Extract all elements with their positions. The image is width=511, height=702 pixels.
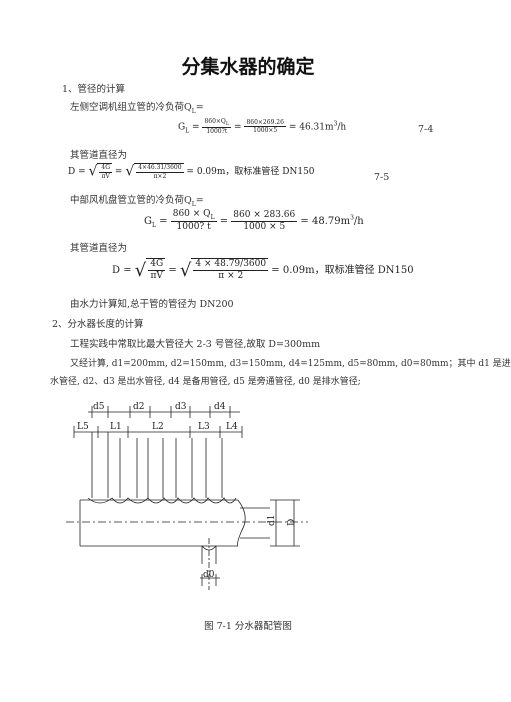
paragraph-practice: 工程实践中常取比最大管径大 2-3 号管径,故取 D=300mm bbox=[70, 339, 321, 350]
paragraph-text: 左侧空调机组立管的冷负荷Q bbox=[70, 102, 192, 113]
eq-den: 1000?t bbox=[206, 128, 228, 136]
distributor-diagram: d5 d2 d3 d4 L5 L1 L2 L3 L4 d1 D d0 bbox=[66, 402, 308, 590]
eq-num: 860×Q bbox=[204, 118, 226, 125]
eq-num: 4 × 48.79/3600 bbox=[193, 259, 269, 272]
eq-num: 4G bbox=[148, 259, 166, 272]
label-l3: L3 bbox=[198, 422, 210, 432]
label-d3: d3 bbox=[175, 402, 187, 412]
eq-lhs: G bbox=[178, 122, 186, 133]
label-d5: d5 bbox=[93, 402, 105, 412]
eq-lhs: D = bbox=[68, 167, 86, 177]
eq-den: 1000? t bbox=[176, 222, 211, 233]
paragraph-text: = bbox=[195, 102, 204, 113]
eq-num: 860×269.26 bbox=[244, 118, 286, 128]
paragraph-text: 中部风机盘管立管的冷负荷Q bbox=[70, 195, 192, 206]
paragraph-calc-1: 又经计算, d1=200mm, d2=150mm, d3=150mm, d4=1… bbox=[70, 359, 511, 369]
eq-result: = 46.31m bbox=[288, 122, 334, 133]
subscript: L bbox=[191, 107, 196, 115]
eq-result: = 0.09m，取标准管径 DN150 bbox=[271, 264, 414, 276]
equation-number: 7-5 bbox=[374, 172, 390, 183]
eq-sub: L bbox=[225, 121, 230, 128]
paragraph-main-pipe: 由水力计算知,总干管的管径为 DN200 bbox=[70, 299, 234, 310]
paragraph-left-load: 左侧空调机组立管的冷负荷QL= bbox=[70, 99, 204, 115]
section-1-heading: 1、管径的计算 bbox=[62, 84, 126, 95]
label-d4: d4 bbox=[214, 402, 226, 412]
eq-sub: L bbox=[185, 127, 190, 135]
page-title: 分集水器的确定 bbox=[181, 56, 315, 78]
eq-sub: L bbox=[210, 213, 215, 221]
eq-num: 860 × 283.66 bbox=[231, 210, 298, 222]
eq-num: 860 × Q bbox=[172, 209, 211, 219]
label-l2: L2 bbox=[152, 422, 164, 432]
paragraph-pipe-diameter: 其管道直径为 bbox=[70, 150, 128, 161]
eq-den: πV bbox=[150, 271, 163, 282]
paragraph-middle-load: 中部风机盘管立管的冷负荷QL= bbox=[70, 192, 204, 208]
label-d0: d0 bbox=[203, 570, 215, 580]
eq-result: = 0.09m，取标准管径 DN150 bbox=[186, 167, 315, 177]
subscript: L bbox=[191, 200, 196, 208]
eq-num: 4G bbox=[99, 164, 113, 173]
label-l4: L4 bbox=[226, 422, 238, 432]
eq-unit: /h bbox=[337, 122, 347, 133]
section-2-heading: 2、分水器长度的计算 bbox=[52, 319, 144, 330]
eq-den: π × 2 bbox=[218, 271, 244, 282]
label-d1: d1 bbox=[267, 515, 277, 527]
eq-den: 1000 × 5 bbox=[243, 221, 286, 232]
eq-sub: L bbox=[152, 221, 156, 229]
eq-lhs: G bbox=[144, 215, 152, 227]
figure-caption: 图 7-1 分水器配管图 bbox=[204, 621, 292, 632]
eq-num: 4×46.31/3600 bbox=[136, 164, 184, 173]
eq-lhs: D = bbox=[112, 264, 132, 276]
equation-number: 7-4 bbox=[418, 124, 434, 135]
eq-den: π×2 bbox=[153, 172, 167, 180]
paragraph-pipe-diameter-2: 其管道直径为 bbox=[70, 243, 128, 254]
eq-den: πV bbox=[101, 172, 110, 180]
eq-unit: /h bbox=[353, 215, 364, 227]
eq-den: 1000×5 bbox=[253, 127, 278, 135]
label-d2: d2 bbox=[133, 402, 145, 412]
paragraph-text: = bbox=[195, 195, 204, 206]
eq-sup: 3 bbox=[333, 120, 338, 128]
label-l5: L5 bbox=[77, 422, 89, 432]
eq-result: = 48.79m bbox=[300, 215, 351, 227]
paragraph-calc-2: 水管径, d2、d3 是出水管径, d4 是备用管径, d5 是旁通管径, d0… bbox=[50, 377, 361, 387]
eq-sup: 3 bbox=[350, 214, 354, 222]
label-l1: L1 bbox=[110, 422, 122, 432]
label-D: D bbox=[287, 519, 297, 526]
